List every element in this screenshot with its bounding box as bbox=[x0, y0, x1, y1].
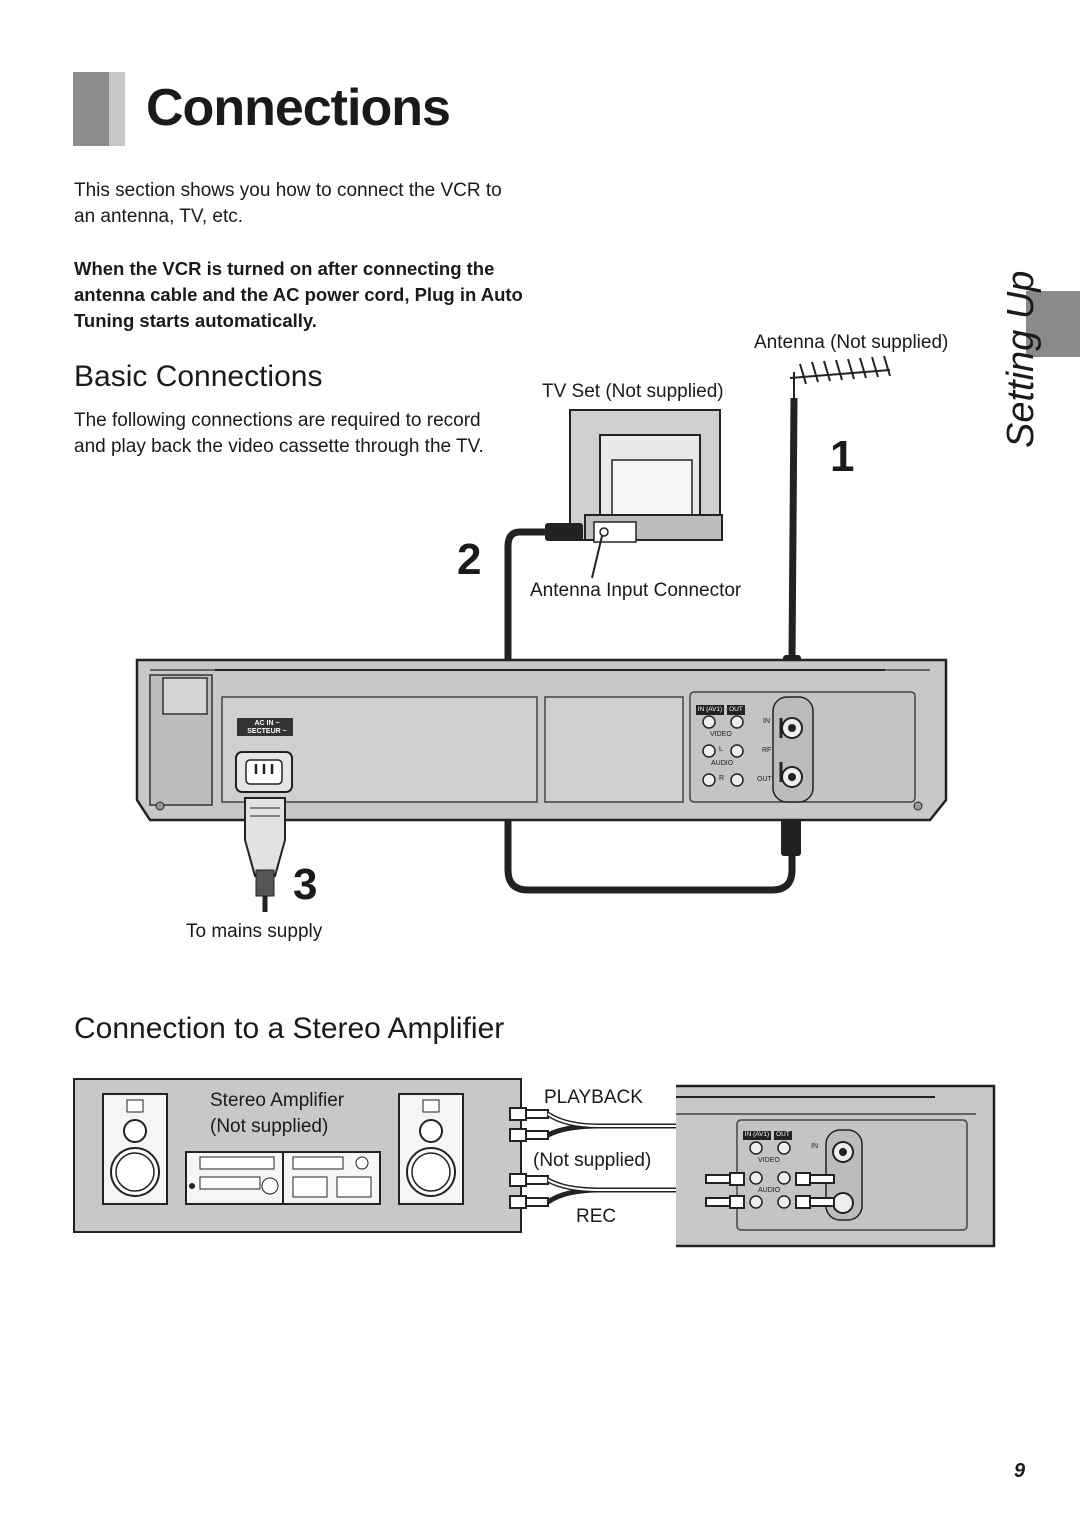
secteur-label: SECTEUR ~ bbox=[247, 728, 287, 735]
vcr-out-plug bbox=[781, 810, 801, 856]
stereo-rf-in-label: IN bbox=[811, 1143, 818, 1150]
auto-tuning-note: When the VCR is turned on after connecti… bbox=[74, 258, 523, 331]
stereo-heading: Connection to a Stereo Amplifier bbox=[74, 1012, 505, 1045]
cable-label: (Not supplied) bbox=[533, 1150, 652, 1171]
stereo-video-label: VIDEO bbox=[758, 1157, 780, 1164]
amp-label-line2: (Not supplied) bbox=[210, 1116, 329, 1137]
section-tab-marker bbox=[1026, 291, 1080, 357]
step-3: 3 bbox=[293, 860, 318, 909]
stereo-in-av1-label: IN (AV1) bbox=[744, 1131, 770, 1138]
playback-label: PLAYBACK bbox=[544, 1087, 643, 1108]
title-accent-light bbox=[109, 72, 125, 146]
step-2: 2 bbox=[457, 535, 482, 584]
antenna-cable bbox=[788, 397, 798, 661]
in-av1-label: IN (AV1) bbox=[697, 706, 723, 713]
title-accent-dark bbox=[73, 72, 109, 146]
audio-label: AUDIO bbox=[711, 760, 734, 767]
tv-set-label: TV Set (Not supplied) bbox=[542, 381, 724, 402]
vcr-rear-panel bbox=[135, 658, 948, 822]
speaker-left-icon bbox=[102, 1093, 168, 1205]
audio-l-label: L bbox=[719, 746, 723, 753]
av-out-label: OUT bbox=[729, 706, 743, 713]
vcr-rca-plugs bbox=[705, 1172, 835, 1209]
basic-connections-heading: Basic Connections bbox=[74, 360, 323, 393]
mains-label: To mains supply bbox=[186, 921, 323, 942]
amp-label-line1: Stereo Amplifier bbox=[210, 1090, 345, 1111]
rf-out-label: OUT bbox=[757, 776, 772, 783]
rf-label: RF bbox=[762, 747, 772, 754]
power-cord-icon bbox=[244, 797, 286, 912]
intro-text: This section shows you how to connect th… bbox=[74, 180, 502, 227]
stereo-out-label: OUT bbox=[776, 1131, 790, 1138]
antenna-icon bbox=[789, 355, 891, 398]
tv-set-icon bbox=[569, 409, 723, 543]
vcr-rear-stereo bbox=[676, 1084, 996, 1248]
antenna-input-label: Antenna Input Connector bbox=[530, 580, 742, 601]
video-label: VIDEO bbox=[710, 731, 732, 738]
rf-in-label: IN bbox=[763, 718, 770, 725]
audio-r-label: R bbox=[719, 775, 725, 782]
page-title: Connections bbox=[146, 79, 451, 137]
tv-cable bbox=[504, 528, 796, 894]
page-number: 9 bbox=[1014, 1460, 1026, 1482]
antenna-input-pointer bbox=[591, 535, 603, 579]
antenna-label: Antenna (Not supplied) bbox=[754, 332, 949, 353]
ac-in-label: AC IN ~ bbox=[254, 720, 280, 727]
speaker-right-icon bbox=[398, 1093, 464, 1205]
rec-label: REC bbox=[576, 1206, 617, 1227]
amplifier-unit-icon bbox=[185, 1151, 381, 1205]
tv-cable-plug bbox=[545, 523, 583, 541]
stereo-audio-label: AUDIO bbox=[758, 1187, 781, 1194]
step-1: 1 bbox=[830, 432, 855, 481]
basic-connections-body: The following connections are required t… bbox=[74, 410, 484, 457]
